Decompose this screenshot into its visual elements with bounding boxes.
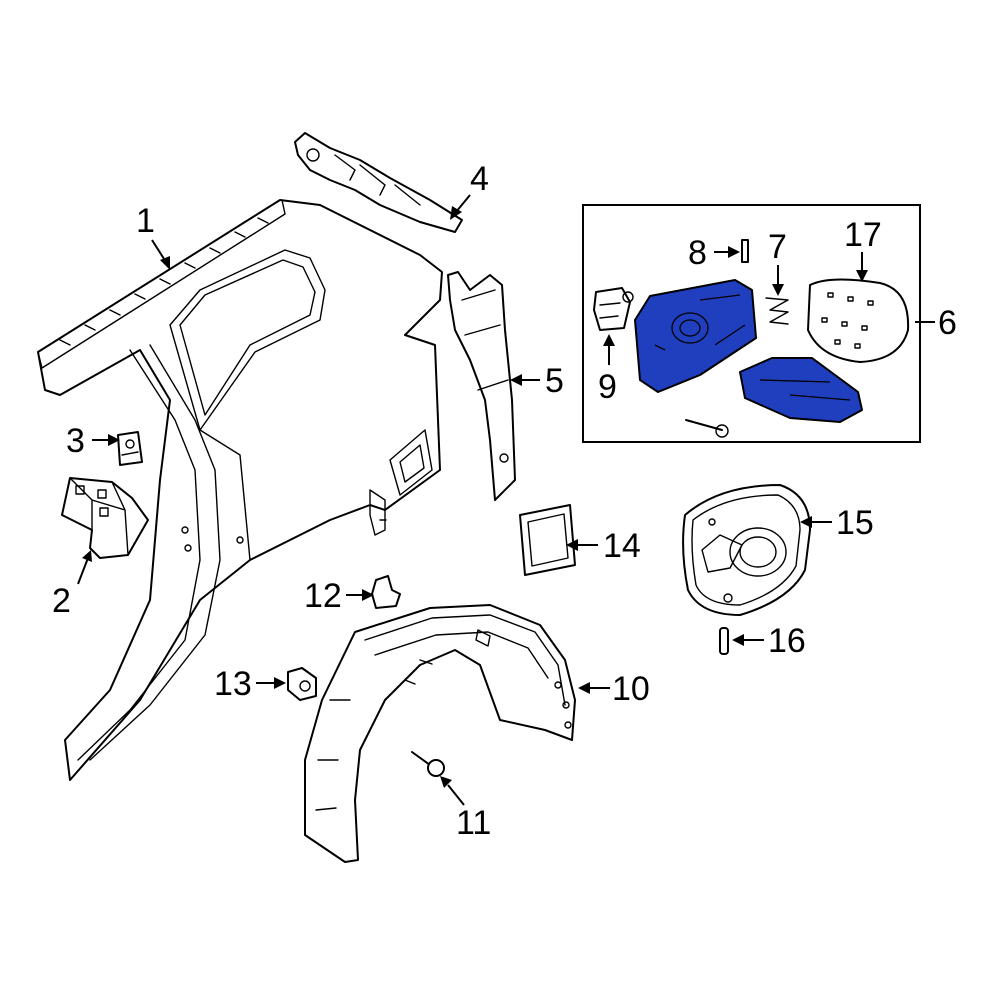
callout-7[interactable]: 7 [768, 228, 787, 266]
part-5-pillar-reinforcement[interactable] [447, 271, 516, 501]
callout-1[interactable]: 1 [136, 202, 155, 240]
part-8-pin[interactable] [741, 239, 749, 263]
part-16-pin[interactable] [719, 627, 729, 655]
callout-11[interactable]: 11 [456, 804, 491, 842]
part-3-clip[interactable] [117, 431, 143, 466]
callout-9[interactable]: 9 [598, 368, 617, 406]
part-6-bolt[interactable] [685, 419, 729, 438]
part-9-actuator[interactable] [593, 287, 634, 331]
callout-14[interactable]: 14 [603, 527, 641, 565]
part-13-nut[interactable] [287, 667, 317, 701]
callout-12[interactable]: 12 [304, 577, 342, 615]
callout-15[interactable]: 15 [836, 504, 874, 542]
callout-6[interactable]: 6 [938, 304, 957, 342]
part-1-quarter-panel[interactable] [37, 199, 443, 781]
callout-10[interactable]: 10 [612, 670, 650, 708]
callout-16[interactable]: 16 [768, 622, 806, 660]
part-7-spring[interactable] [765, 297, 789, 325]
part-15-filler-housing[interactable] [682, 484, 811, 616]
callout-labels: 1 2 3 4 5 6 7 8 9 10 11 12 13 14 15 16 1… [52, 160, 957, 842]
part-11-screw[interactable] [411, 751, 445, 777]
leader-lines [77, 194, 935, 806]
part-10-wheelhouse-liner[interactable] [304, 604, 576, 863]
part-17-fuel-door-panel[interactable] [807, 278, 910, 363]
callout-17[interactable]: 17 [844, 216, 882, 254]
part-6-assembly-box [582, 204, 921, 443]
part-4-reinforcement[interactable] [294, 132, 463, 233]
callout-3[interactable]: 3 [66, 422, 85, 460]
callout-2[interactable]: 2 [52, 582, 71, 620]
callout-8[interactable]: 8 [688, 234, 707, 272]
callout-4[interactable]: 4 [470, 160, 489, 198]
callout-5[interactable]: 5 [545, 362, 564, 400]
part-14-seal[interactable] [519, 504, 576, 576]
part-12-push-clip[interactable] [371, 575, 401, 609]
part-6-fuel-door-housing[interactable] [634, 279, 757, 393]
callout-13[interactable]: 13 [214, 665, 252, 703]
part-6-fuel-door-hinge[interactable] [739, 357, 863, 423]
part-2-bracket[interactable] [61, 477, 149, 559]
